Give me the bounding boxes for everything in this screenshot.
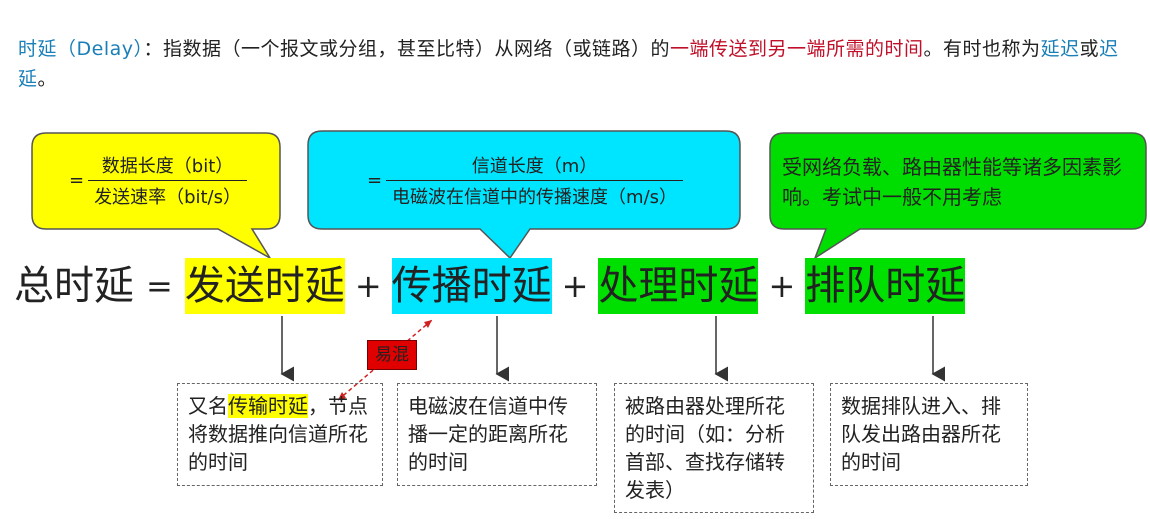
callout-yellow-content: = 数据长度（bit） 发送速率（bit/s） [40, 152, 276, 209]
prop-delay-box: 电磁波在信道中传播一定的距离所花的时间 [397, 383, 597, 486]
send-box-alias: 传输时延 [228, 394, 308, 418]
definition-paragraph: 时延（Delay）：指数据（一个报文或分组，甚至比特）从网络（或链路）的一端传送… [18, 34, 1128, 94]
formula-proc-delay: 处理时延 [598, 258, 759, 314]
definition-text-4: 。 [37, 68, 58, 90]
definition-text-3: 或 [1079, 38, 1100, 60]
send-delay-box: 又名传输时延，节点将数据推向信道所花的时间 [177, 383, 383, 486]
confusion-tag: 易混 [367, 340, 417, 370]
definition-red-part: 一端传送到另一端所需的时间 [670, 38, 924, 60]
callout-yellow [31, 132, 281, 261]
callout-yellow-eq: = [68, 170, 85, 191]
proc-delay-box: 被路由器处理所花的时间（如：分析首部、查找存储转发表） [614, 383, 814, 513]
formula-plus-2: + [561, 267, 589, 305]
callout-cyan-eq: = [366, 170, 383, 191]
callout-yellow-numerator: 数据长度（bit） [101, 156, 234, 177]
callout-cyan-fraction: 信道长度（m） 电磁波在信道中的传播速度（m/s） [386, 152, 684, 209]
callout-cyan-numerator: 信道长度（m） [471, 156, 598, 177]
formula-plus-3: + [768, 267, 796, 305]
formula-plus-1: + [354, 267, 382, 305]
prop-box-text: 电磁波在信道中传播一定的距离所花的时间 [408, 394, 568, 474]
callout-green [769, 132, 1147, 260]
callout-cyan [307, 130, 741, 260]
formula-equals: = [146, 267, 173, 305]
formula-queue-delay: 排队时延 [805, 258, 966, 314]
definition-colon: ： [143, 38, 164, 60]
total-delay-formula: 总时延=发送时延+传播时延+处理时延+排队时延 [14, 258, 966, 314]
queue-box-text: 数据排队进入、排队发出路由器所花的时间 [841, 394, 1001, 474]
definition-synonym-1: 延迟 [1040, 38, 1080, 60]
callout-yellow-fraction: 数据长度（bit） 发送速率（bit/s） [88, 152, 248, 209]
formula-prop-delay: 传播时延 [391, 258, 552, 314]
definition-term: 时延（Delay） [18, 38, 144, 60]
definition-synonym-2: 迟延 [18, 38, 1119, 90]
formula-send-delay: 发送时延 [184, 258, 345, 314]
callout-green-text: 受网络负载、路由器性能等诸多因素影响。考试中一般不用考虑 [782, 155, 1122, 209]
formula-total: 总时延 [14, 263, 134, 309]
confusion-arrowhead-bottom [338, 392, 346, 400]
callout-cyan-denominator: 电磁波在信道中的传播速度（m/s） [386, 180, 684, 209]
queue-delay-box: 数据排队进入、排队发出路由器所花的时间 [830, 383, 1028, 486]
callout-cyan-content: = 信道长度（m） 电磁波在信道中的传播速度（m/s） [318, 152, 732, 209]
definition-text-1: 指数据（一个报文或分组，甚至比特）从网络（或链路）的 [163, 38, 671, 60]
proc-box-text: 被路由器处理所花的时间（如：分析首部、查找存储转发表） [625, 394, 785, 502]
confusion-arrowhead-top [424, 320, 432, 328]
send-box-rest: ，节点将数据推向信道所花的时间 [188, 394, 368, 474]
callout-yellow-denominator: 发送速率（bit/s） [88, 180, 248, 209]
send-box-prefix: 又名 [188, 394, 228, 418]
definition-text-2: 。有时也称为 [923, 38, 1041, 60]
